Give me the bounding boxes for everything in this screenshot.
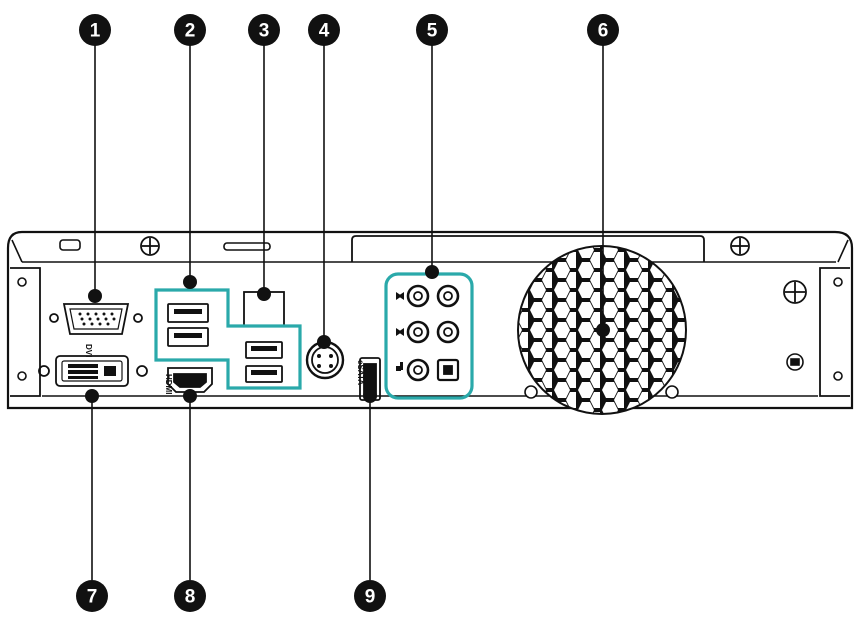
- callout-4: 4: [308, 14, 340, 46]
- top-slot-long: [223, 242, 271, 251]
- chassis-top-edge: [6, 230, 854, 410]
- svg-text:8: 8: [185, 587, 196, 608]
- audio-jacks: [406, 284, 460, 382]
- fan-screw-right: [665, 385, 679, 399]
- right-corner: [837, 239, 849, 263]
- audio-symbols: [396, 292, 404, 371]
- usb-ports-left: [167, 303, 209, 347]
- leader-lines: [91, 44, 604, 580]
- right-flange-hole-2: [833, 371, 843, 381]
- callout-3: 3: [248, 14, 280, 46]
- chassis: [6, 230, 854, 410]
- svg-text:9: 9: [365, 587, 376, 608]
- callout-8: 8: [174, 580, 206, 612]
- side-screw-right: [783, 280, 807, 304]
- dvi-port-label: DVI: [84, 344, 93, 357]
- callout-6: 6: [587, 14, 619, 46]
- fan-screw-left: [524, 385, 538, 399]
- right-flange: [819, 267, 850, 397]
- svg-text:5: 5: [427, 21, 438, 42]
- left-flange-hole: [17, 277, 27, 287]
- esata-port-label: eSATA: [356, 360, 365, 385]
- lock-symbol: [786, 353, 804, 371]
- hdmi-port-label: HDMI: [164, 374, 173, 394]
- esata-port: [359, 357, 381, 401]
- leader-dots: [85, 265, 610, 403]
- left-flange-hole-2: [17, 371, 27, 381]
- callout-7: 7: [76, 580, 108, 612]
- usb-ports-right: [245, 341, 283, 383]
- left-flange: [10, 267, 41, 397]
- svg-text:4: 4: [319, 21, 330, 42]
- svg-text:1: 1: [90, 21, 101, 42]
- usb-group-highlight: [154, 288, 302, 390]
- svg-text:3: 3: [259, 21, 270, 42]
- callout-9: 9: [354, 580, 386, 612]
- svg-text:2: 2: [185, 21, 196, 42]
- svg-text:6: 6: [598, 21, 609, 42]
- callout-1: 1: [79, 14, 111, 46]
- dvi-port: [38, 355, 148, 387]
- vga-port: [49, 303, 143, 335]
- svg-text:7: 7: [87, 587, 98, 608]
- callout-2: 2: [174, 14, 206, 46]
- callout-5: 5: [416, 14, 448, 46]
- top-raised: [351, 235, 705, 262]
- right-flange-hole: [833, 277, 843, 287]
- top-screw-right: [730, 236, 750, 256]
- left-corner: [11, 239, 23, 263]
- hdmi-port: [167, 367, 213, 393]
- top-slot-small: [59, 239, 81, 251]
- audio-highlight: [384, 272, 474, 400]
- top-screw-left: [140, 236, 160, 256]
